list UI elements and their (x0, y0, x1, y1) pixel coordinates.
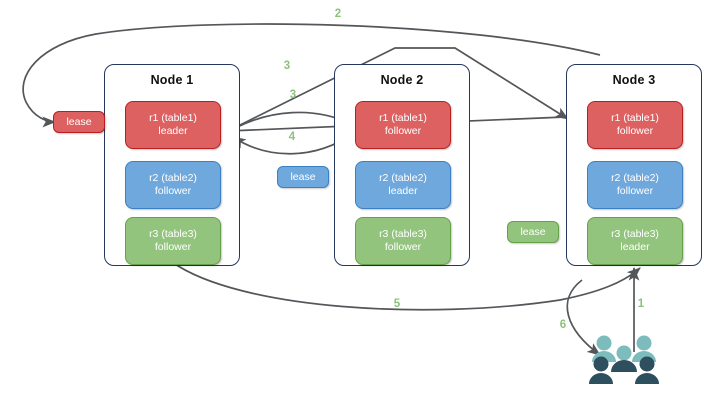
node-container-node3[interactable]: Node 3 r1 (table1) follower r2 (table2) … (566, 64, 702, 266)
replica-node2-r2[interactable]: r2 (table2) leader (355, 161, 451, 209)
replica-role: leader (388, 185, 418, 197)
replica-node1-r1[interactable]: r1 (table1) leader (125, 101, 221, 149)
edge-step-3-upper (227, 47, 569, 132)
edge-label-step-3b: 3 (289, 89, 297, 101)
replica-node3-r3[interactable]: r3 (table3) leader (587, 217, 683, 265)
edge-step-6 (566, 279, 601, 356)
replica-role: leader (620, 241, 650, 253)
replica-node1-r3[interactable]: r3 (table3) follower (125, 217, 221, 265)
node-container-node2[interactable]: Node 2 r1 (table1) follower r2 (table2) … (334, 64, 470, 266)
replica-name: r1 (table1) (379, 112, 427, 125)
replica-role: follower (384, 125, 422, 137)
replica-node3-r2[interactable]: r2 (table2) follower (587, 161, 683, 209)
replica-name: r2 (table2) (149, 172, 197, 185)
replica-name: r3 (table3) (149, 228, 197, 241)
replica-node2-r3[interactable]: r3 (table3) follower (355, 217, 451, 265)
edge-label-step-3a: 3 (283, 60, 291, 72)
replica-role: follower (154, 185, 192, 197)
replica-node3-r1[interactable]: r1 (table1) follower (587, 101, 683, 149)
replica-name: r2 (table2) (611, 172, 659, 185)
node-container-node1[interactable]: Node 1 r1 (table1) leader r2 (table2) fo… (104, 64, 240, 266)
node-title-node1: Node 1 (150, 73, 194, 87)
edge-step-2 (22, 23, 601, 128)
lease-badge-red[interactable]: lease (53, 111, 105, 133)
edge-label-step-5: 5 (393, 298, 401, 310)
node-title-node2: Node 2 (380, 73, 424, 87)
node-title-node3: Node 3 (612, 73, 656, 87)
edge-label-step-6: 6 (559, 319, 567, 331)
replica-node1-r2[interactable]: r2 (table2) follower (125, 161, 221, 209)
edge-step-5 (171, 261, 641, 311)
replica-role: follower (384, 241, 422, 253)
lease-badge-blue[interactable]: lease (277, 166, 329, 188)
lease-badge-green[interactable]: lease (507, 221, 559, 243)
replica-role: follower (616, 125, 654, 137)
edge-label-step-1: 1 (637, 298, 645, 310)
edge-label-step-4: 4 (288, 131, 296, 143)
replica-node2-r1[interactable]: r1 (table1) follower (355, 101, 451, 149)
replica-name: r3 (table3) (611, 228, 659, 241)
replica-role: follower (154, 241, 192, 253)
replica-name: r1 (table1) (149, 112, 197, 125)
replica-role: leader (158, 125, 188, 137)
lease-label: lease (66, 116, 92, 128)
lease-label: lease (290, 171, 316, 183)
edge-label-step-2: 2 (334, 8, 342, 20)
replica-name: r3 (table3) (379, 228, 427, 241)
users-group-icon (589, 335, 659, 384)
replica-name: r2 (table2) (379, 172, 427, 185)
replica-role: follower (616, 185, 654, 197)
lease-label: lease (520, 226, 546, 238)
replica-name: r1 (table1) (611, 112, 659, 125)
